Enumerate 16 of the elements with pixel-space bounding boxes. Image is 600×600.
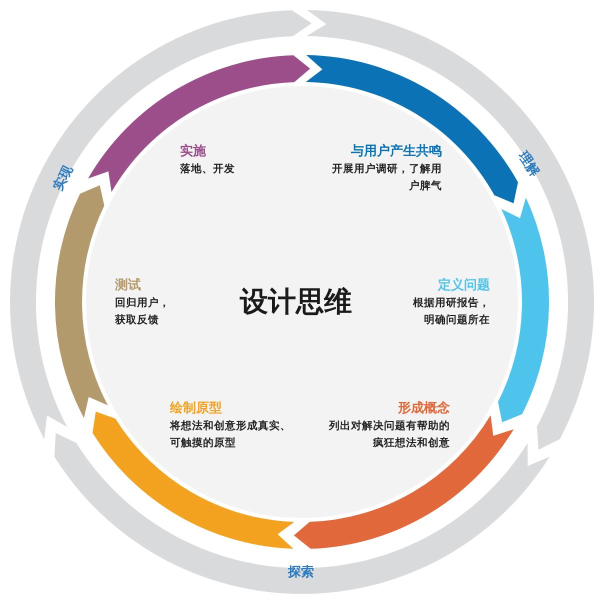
phase-label: 理解 xyxy=(514,148,544,180)
stage-heading: 与用户产生共鸣 xyxy=(350,143,442,161)
stage-heading: 实施 xyxy=(180,143,207,161)
stage-heading: 测试 xyxy=(115,277,142,295)
stage-description: 列出对解决问题有帮助的疯狂想法和创意 xyxy=(328,419,450,451)
phase-label: 探索 xyxy=(288,563,314,581)
stage-description: 将想法和创意形成真实、可触摸的原型 xyxy=(170,418,292,451)
stage-description: 开展用户调研，了解用户脾气 xyxy=(332,162,442,194)
stage-heading: 形成概念 xyxy=(397,400,450,418)
stage-heading: 绘制原型 xyxy=(170,400,223,418)
stage-description: 根据用研报告，明确问题所在 xyxy=(412,296,490,328)
phase-label: 实现 xyxy=(48,162,78,194)
stage-heading: 定义问题 xyxy=(436,277,490,295)
center-title: 设计思维 xyxy=(240,284,352,320)
stage-description: 落地、开发 xyxy=(180,162,236,177)
stage-description: 回归用户，获取反馈 xyxy=(115,296,171,328)
